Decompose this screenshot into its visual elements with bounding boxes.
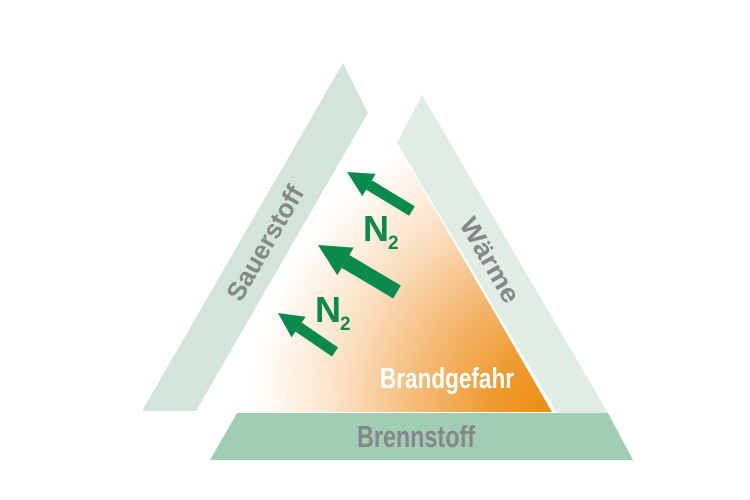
nitrogen-arrow-top [347,172,415,216]
fire-danger-area [196,104,552,412]
nitrogen-subscript: 2 [340,314,351,335]
nitrogen-arrow-middle [318,245,401,299]
arrowhead-icon [278,313,306,338]
arrowhead-icon [347,172,376,197]
nitrogen-label-upper: N 2 [363,208,399,254]
nitrogen-symbol: N [363,208,389,249]
nitrogen-subscript: 2 [388,233,399,254]
nitrogen-arrow-bottom [278,313,339,357]
nitrogen-label-lower: N 2 [315,289,351,335]
nitrogen-symbol: N [315,289,341,330]
arrowhead-icon [318,245,354,276]
fuel-band [210,413,633,460]
heat-band [397,95,608,413]
oxygen-band [142,63,368,411]
fuel-label: Brennstoff [357,419,476,454]
fire-danger-label: Brandgefahr [380,363,514,395]
